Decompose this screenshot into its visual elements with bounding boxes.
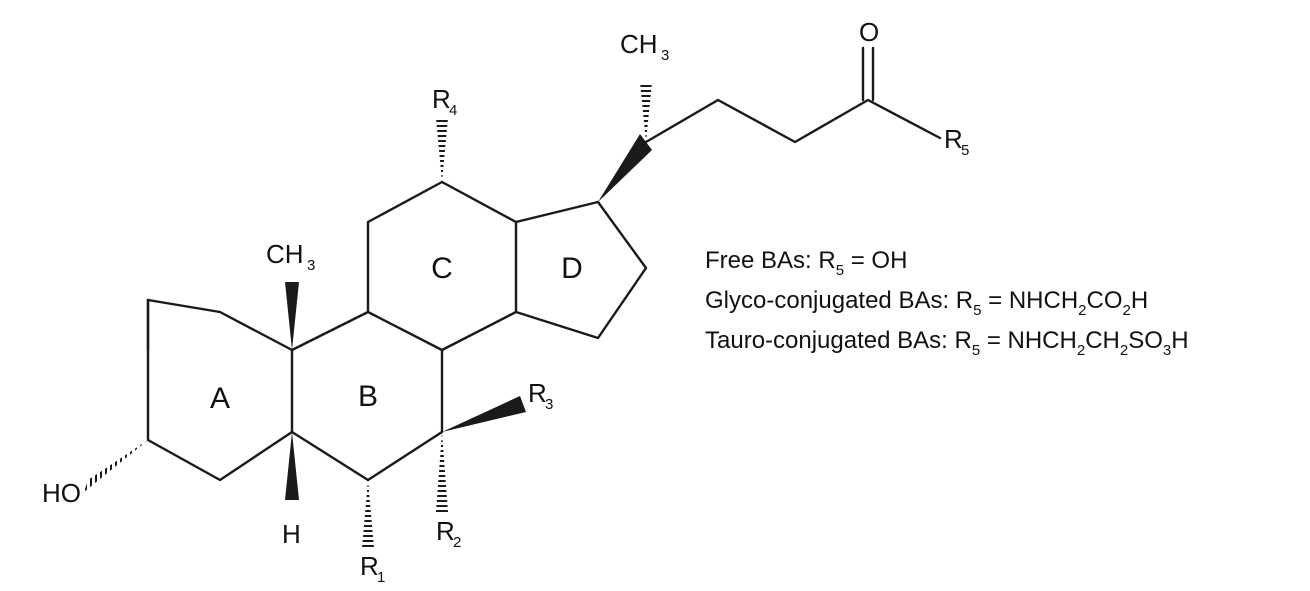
- svg-text:2: 2: [453, 534, 461, 551]
- wedge-bond-h5: [285, 432, 299, 500]
- svg-text:5: 5: [961, 142, 969, 159]
- legend-text: = OH: [844, 247, 907, 274]
- legend-text: CO: [1087, 287, 1123, 314]
- ring-label-c: C: [431, 252, 453, 285]
- legend-text: Tauro-conjugated BAs: R: [705, 327, 972, 354]
- ring-label-d: D: [561, 252, 583, 285]
- methyl-label-c19: CH 3: [266, 239, 315, 274]
- ring-label-a: A: [210, 382, 230, 415]
- svg-text:CH: CH: [266, 239, 304, 269]
- legend-subscript: 5: [972, 342, 980, 359]
- svg-text:3: 3: [307, 257, 315, 274]
- ring-label-b: B: [358, 380, 378, 413]
- carbonyl-oxygen-label: O: [859, 17, 879, 47]
- r1-label: R 1: [360, 551, 385, 586]
- svg-text:3: 3: [545, 396, 553, 413]
- wedge-bond-c17-side-chain: [598, 134, 652, 202]
- svg-text:R: R: [432, 84, 451, 114]
- svg-text:4: 4: [449, 102, 457, 119]
- legend-text: = NHCH: [980, 327, 1077, 354]
- svg-text:1: 1: [377, 569, 385, 586]
- legend-text: H: [1131, 287, 1148, 314]
- hash-bond-r4: [436, 118, 448, 182]
- legend-text: Free BAs: R: [705, 247, 836, 274]
- legend-text: SO: [1128, 327, 1163, 354]
- legend-subscript: 2: [1123, 302, 1131, 319]
- svg-text:R: R: [436, 516, 455, 546]
- legend-free-bas: Free BAs: R5​ = OH: [705, 247, 907, 279]
- legend-subscript: 2: [1078, 302, 1086, 319]
- r2-label: R 2: [436, 516, 461, 551]
- r4-label: R 4: [432, 84, 457, 119]
- ring-b-bonds: [290, 310, 444, 482]
- hash-bond-c21-methyl: [640, 82, 652, 142]
- side-chain-bonds: [644, 46, 942, 144]
- r5-label: R 5: [944, 124, 969, 159]
- legend-subscript: 5: [973, 302, 981, 319]
- svg-text:R: R: [944, 124, 963, 154]
- legend-text: CH: [1085, 327, 1120, 354]
- legend-tauro-conjugated-bas: Tauro-conjugated BAs: R5​ = NHCH2​CH2​SO…: [705, 327, 1189, 359]
- legend-subscript: 3: [1163, 342, 1171, 359]
- wedge-bond-r3: [442, 396, 526, 432]
- hydroxyl-label: HO: [42, 478, 81, 508]
- wedge-bond-c19-methyl: [285, 282, 299, 350]
- ring-c-bonds: [366, 180, 518, 352]
- hash-bond-r2: [436, 432, 448, 512]
- hydrogen-label: H: [282, 519, 301, 549]
- svg-text:3: 3: [661, 47, 669, 64]
- svg-text:CH: CH: [620, 29, 658, 59]
- hash-bond-r1: [362, 480, 374, 548]
- svg-text:R: R: [528, 378, 547, 408]
- methyl-label-c21: CH 3: [620, 29, 669, 64]
- ring-d-bonds: [514, 200, 648, 340]
- legend-subscript: 2: [1077, 342, 1085, 359]
- hash-bond-hydroxyl: [84, 440, 148, 492]
- legend-text: = NHCH: [981, 287, 1078, 314]
- legend-text: Glyco-conjugated BAs: R: [705, 287, 973, 314]
- legend-glyco-conjugated-bas: Glyco-conjugated BAs: R5​ = NHCH2​CO2​H: [705, 287, 1148, 319]
- legend-subscript: 2: [1120, 342, 1128, 359]
- legend-subscript: 5: [836, 262, 844, 279]
- legend-text: H: [1171, 327, 1188, 354]
- ring-a-bonds: [146, 298, 294, 482]
- r3-label: R 3: [528, 378, 553, 413]
- svg-text:R: R: [360, 551, 379, 581]
